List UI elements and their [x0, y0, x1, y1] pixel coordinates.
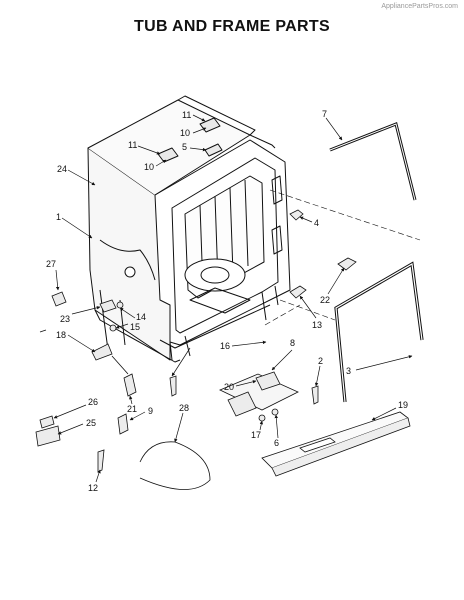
- callout-25: 25: [86, 418, 96, 428]
- callout-23: 23: [60, 314, 70, 324]
- callout-1: 1: [56, 212, 61, 222]
- callout-8: 8: [290, 338, 295, 348]
- callout-19: 19: [398, 400, 408, 410]
- page-title: TUB AND FRAME PARTS: [134, 18, 330, 35]
- door-gasket: [329, 121, 417, 201]
- callout-4: 4: [314, 218, 319, 228]
- callout-15: 15: [130, 322, 140, 332]
- small-parts: [35, 209, 357, 490]
- callout-10b: 10: [144, 162, 154, 172]
- callout-11b: 11: [128, 140, 137, 150]
- callout-28: 28: [179, 403, 189, 413]
- front-trim: [261, 411, 411, 477]
- callout-7: 7: [322, 109, 327, 119]
- watermark: AppliancePartsPros.com: [381, 3, 458, 10]
- callout-21: 21: [127, 404, 137, 414]
- callout-labels: 11 10 11 10 5 24 1 27 23 14 15 18 21 9 2…: [46, 109, 408, 493]
- callout-22: 22: [320, 295, 330, 305]
- callout-18: 18: [56, 330, 66, 340]
- callout-5: 5: [182, 142, 187, 152]
- callout-26: 26: [88, 397, 98, 407]
- callout-12: 12: [88, 483, 98, 493]
- callout-11a: 11: [182, 110, 191, 120]
- callout-16: 16: [220, 341, 230, 351]
- lower-gasket: [334, 261, 424, 403]
- callout-6: 6: [274, 438, 279, 448]
- callout-3: 3: [346, 366, 351, 376]
- callout-13: 13: [312, 320, 322, 330]
- callout-2: 2: [318, 356, 323, 366]
- leader-lines: [53, 114, 413, 483]
- callout-14: 14: [136, 312, 146, 322]
- callout-20: 20: [224, 382, 234, 392]
- callout-24: 24: [57, 164, 67, 174]
- explosion-lines: [264, 189, 421, 326]
- callout-17: 17: [251, 430, 261, 440]
- callout-9: 9: [148, 406, 153, 416]
- callout-10a: 10: [180, 128, 190, 138]
- callout-27: 27: [46, 259, 56, 269]
